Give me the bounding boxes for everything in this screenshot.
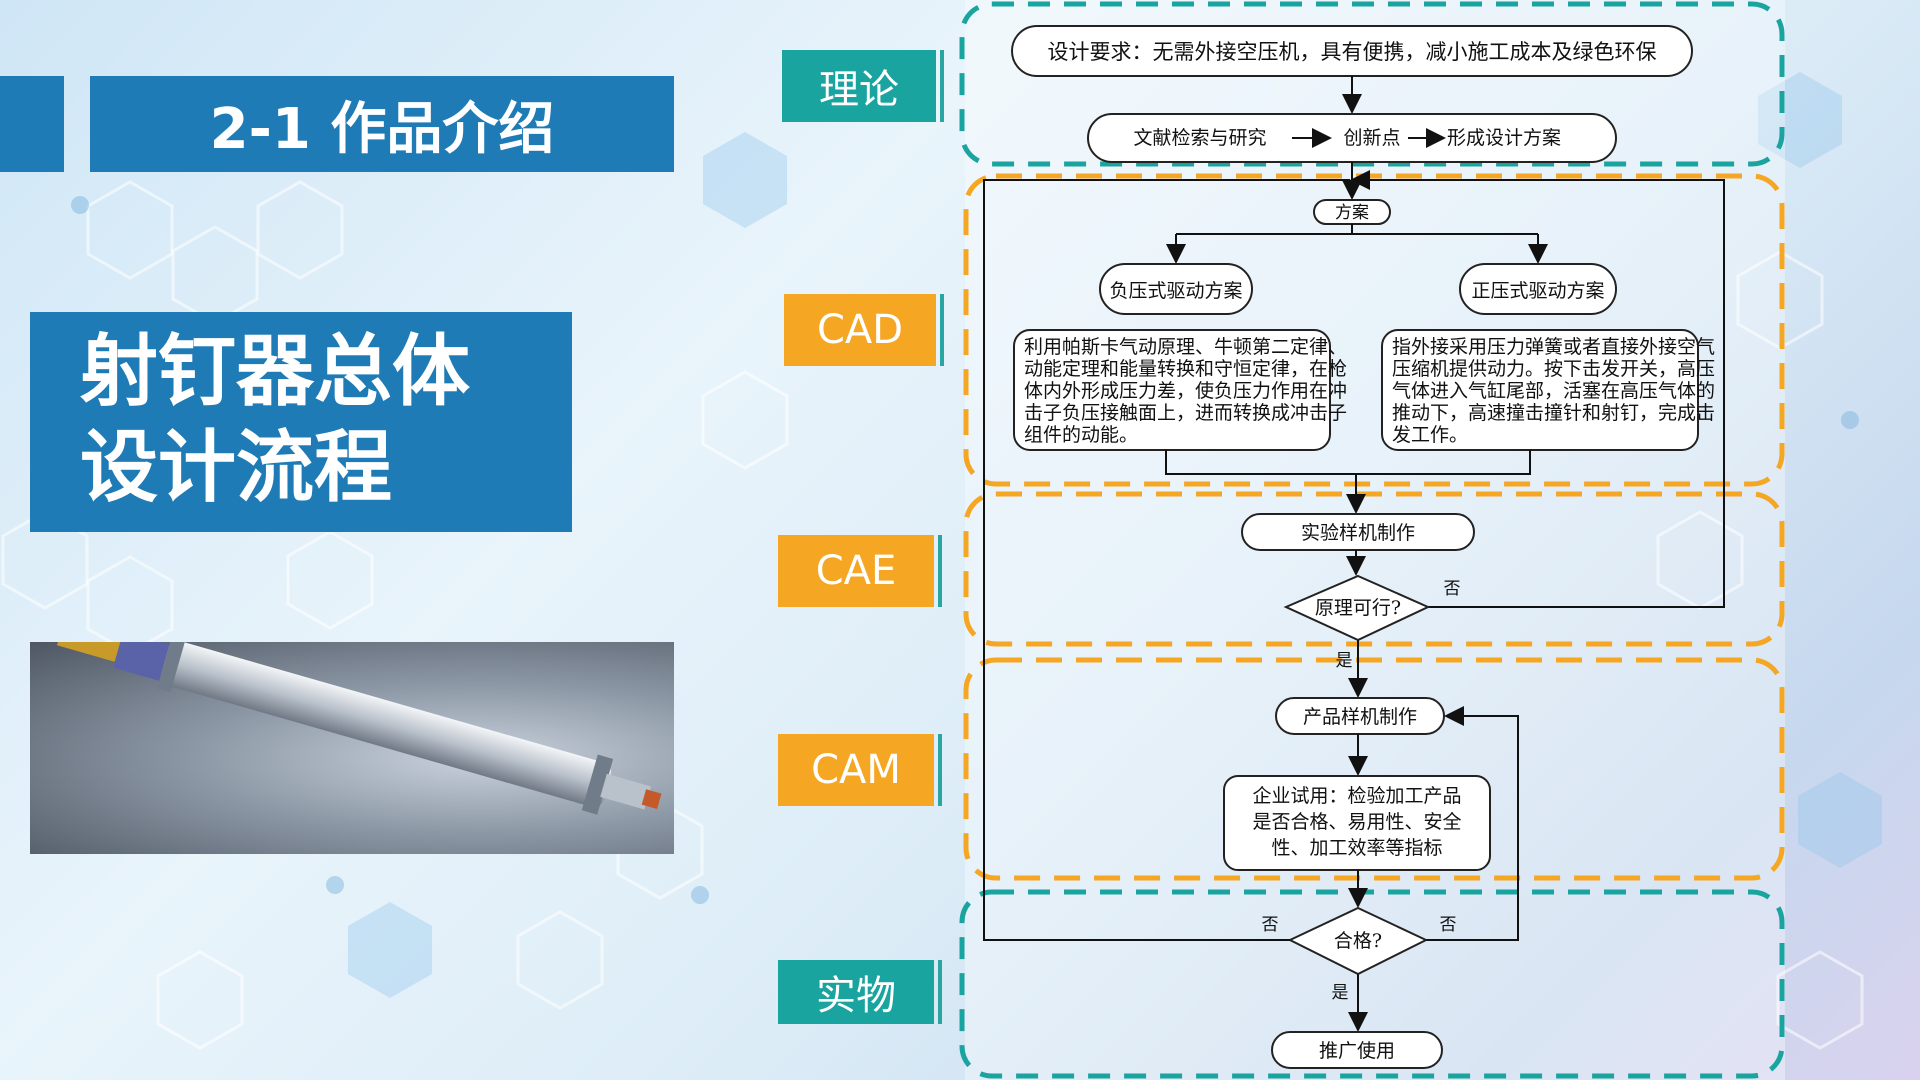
negative-desc-line: 组件的动能。 [1024, 424, 1138, 446]
frame-cae [963, 491, 1785, 647]
node-negative-plan [1099, 263, 1253, 315]
node-research-step2: 创新点 [1343, 127, 1400, 149]
node-plan-text: 方案 [1335, 203, 1369, 223]
stage-label-physical: 实物 [778, 960, 934, 1024]
node-positive-plan [1459, 263, 1617, 315]
negative-desc-line: 利用帕斯卡气动原理、牛顿第二定律、 [1024, 336, 1347, 358]
main-title: 射钉器总体 设计流程 [30, 312, 572, 532]
node-positive-plan-title: 正压式驱动方案 [1471, 280, 1604, 302]
stage-bar-theory [940, 50, 944, 122]
product-photo [30, 642, 674, 854]
positive-desc-line: 压缩机提供动力。按下击发开关，高压 [1392, 358, 1715, 380]
node-negative-plan-desc [1013, 329, 1331, 451]
label-no-qualified-right: 否 [1440, 915, 1457, 935]
label-no-feasible: 否 [1444, 579, 1461, 599]
frame-theory [959, 1, 1785, 167]
stage-label-cae: CAE [778, 535, 934, 607]
label-yes-qualified: 是 [1332, 983, 1349, 1003]
node-prototype-test [1241, 513, 1475, 551]
positive-desc-line: 气体进入气缸尾部，活塞在高压气体的 [1392, 380, 1715, 402]
stage-bar-physical [938, 960, 942, 1024]
positive-desc-line: 指外接采用压力弹簧或者直接外接空气 [1392, 336, 1715, 358]
header-accent-block [0, 76, 64, 172]
nail-gun-illustration [56, 642, 662, 815]
node-positive-plan-desc [1381, 329, 1699, 451]
stage-label-cam: CAM [778, 734, 934, 806]
decision-feasible-text: 原理可行? [1315, 597, 1401, 619]
section-title: 2-1 作品介绍 [90, 76, 674, 172]
frame-cam [963, 657, 1785, 881]
node-design-requirement-text: 设计要求：无需外接空压机，具有便携，减小施工成本及绿色环保 [1048, 40, 1657, 64]
stage-bar-cae [938, 535, 942, 607]
node-research-step3: 形成设计方案 [1447, 127, 1561, 149]
enterprise-trial-line: 性、加工效率等指标 [1271, 837, 1442, 859]
node-product-prototype-text: 产品样机制作 [1303, 706, 1417, 728]
node-promote-text: 推广使用 [1319, 1040, 1395, 1062]
positive-desc-line: 发工作。 [1392, 424, 1468, 446]
decision-qualified-text: 合格? [1334, 930, 1382, 952]
negative-desc-line: 体内外形成压力差，使负压力作用在冲 [1024, 380, 1347, 402]
node-promote [1271, 1031, 1443, 1069]
stage-bar-cam [938, 734, 942, 806]
node-prototype-test-text: 实验样机制作 [1301, 522, 1415, 544]
frame-cad [963, 173, 1785, 487]
enterprise-trial-line: 是否合格、易用性、安全 [1252, 811, 1461, 833]
stage-label-cad: CAD [784, 294, 936, 366]
stage-bar-cad [940, 294, 944, 366]
negative-desc-line: 击子负压接触面上，进而转换成冲击子 [1024, 402, 1347, 424]
label-yes-feasible: 是 [1336, 651, 1353, 671]
label-no-qualified-left: 否 [1262, 915, 1279, 935]
main-title-line1: 射钉器总体 [80, 327, 471, 417]
node-research-step1: 文献检索与研究 [1133, 127, 1266, 149]
stage-label-theory: 理论 [782, 50, 936, 122]
enterprise-trial-line: 企业试用：检验加工产品 [1252, 785, 1461, 807]
negative-desc-line: 动能定理和能量转换和守恒定律，在枪 [1024, 358, 1347, 380]
frame-physical [959, 889, 1785, 1079]
positive-desc-line: 推动下，高速撞击撞针和射钉，完成击 [1392, 402, 1715, 424]
main-title-line2: 设计流程 [80, 423, 393, 513]
node-negative-plan-title: 负压式驱动方案 [1109, 280, 1242, 302]
